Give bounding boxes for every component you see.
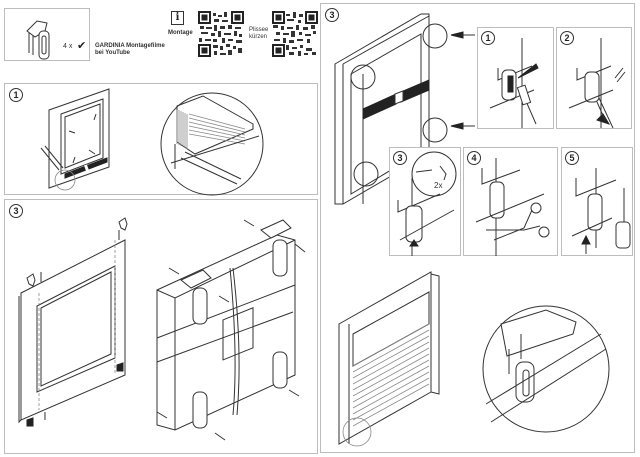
substep-number: 1 (481, 31, 495, 45)
check-icon: ✔ (77, 40, 87, 52)
substep-1-panel: 1 (477, 27, 554, 129)
qr-label-plissee: Plissee (249, 27, 269, 33)
substep-3-panel: 3 2x (389, 147, 461, 256)
substep-number: 3 (393, 151, 407, 165)
info-icon: i (171, 11, 184, 25)
window-clips-illustration (5, 200, 319, 455)
knot-illustration (390, 148, 462, 257)
cap-attach-illustration (562, 148, 634, 257)
scissors-cut-illustration (464, 148, 559, 257)
clip-press-illustration (557, 28, 633, 130)
substep-number: 2 (560, 31, 574, 45)
qr-label-montage: Montage (168, 30, 193, 36)
qr-label-kuerzen: kürzen (249, 34, 268, 40)
substep-number: 5 (565, 151, 579, 165)
step-number: 1 (9, 88, 23, 102)
parts-box: 4 x ✔ (4, 8, 90, 61)
qr-code-montage[interactable] (198, 11, 244, 57)
step-3-right-panel: 3 1 (320, 3, 635, 453)
step-1-panel: 1 (4, 83, 318, 195)
window-frame-illustration (5, 84, 319, 196)
substep-4-panel: 4 (463, 147, 558, 256)
substep-number: 4 (467, 151, 481, 165)
clip-insert-illustration (478, 28, 555, 130)
parts-count: 4 x (63, 43, 73, 50)
substep-2-panel: 2 (556, 27, 632, 129)
substep-5-panel: 5 (561, 147, 633, 256)
step-number: 3 (325, 8, 339, 22)
qr-code-plissee-kuerzen[interactable] (272, 11, 318, 57)
repeat-count-annotation: 2x (434, 181, 443, 190)
bracket-clip-icon (5, 9, 91, 62)
step-3-left-panel: 3 (4, 199, 318, 454)
step-number: 3 (9, 204, 23, 218)
youtube-caption-line2: bei YouTube (95, 50, 131, 56)
youtube-caption-line1: GARDINIA Montagefilme (95, 43, 165, 49)
